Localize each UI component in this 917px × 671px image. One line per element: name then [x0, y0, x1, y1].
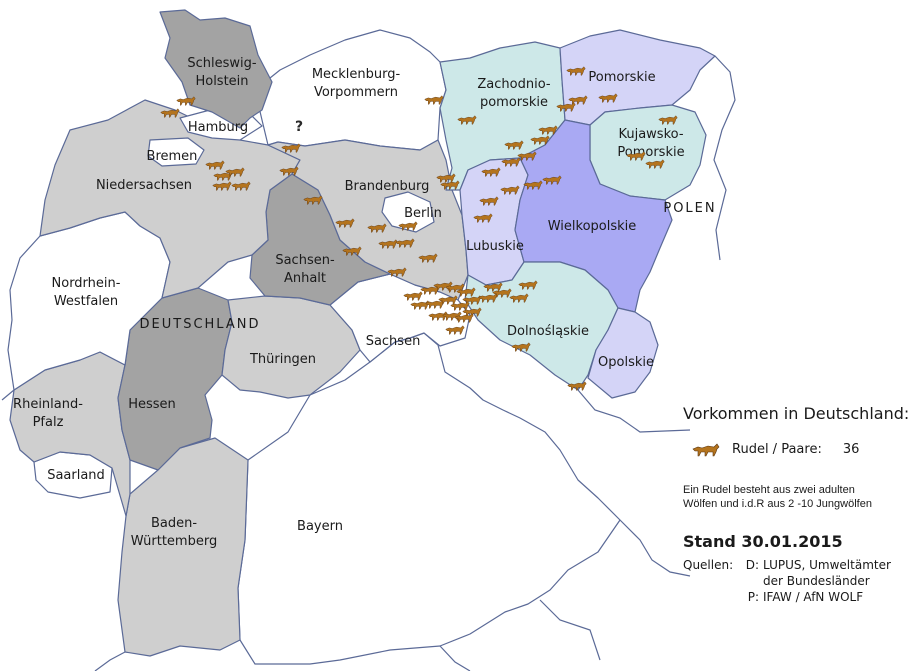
legend-sources: Quellen: D: LUPUS, Umweltämter der Bunde…	[683, 557, 915, 605]
wolf-icon	[692, 443, 720, 457]
region-label-schleswig-holstein: Schleswig- Holstein	[187, 56, 257, 89]
uncertain-marker: ?	[295, 119, 303, 135]
voivodeship-wielkopolskie[interactable]	[514, 119, 673, 313]
region-label-line: Kujawsko-	[618, 127, 683, 142]
source-p-line-1: IFAW / AfN WOLF	[763, 590, 864, 604]
region-label-baden-wurttemberg: Baden- Württemberg	[131, 516, 217, 549]
region-label-line: Pomorskie	[588, 70, 655, 85]
region-label-nordrhein-westfalen: Nordrhein- Westfalen	[52, 276, 121, 309]
region-label-line: Bayern	[297, 519, 343, 534]
region-label-line: pomorskie	[480, 95, 548, 110]
region-label-line: Berlin	[404, 206, 442, 221]
source-d-line-1: LUPUS, Umweltämter	[763, 558, 891, 572]
region-label-line: Thüringen	[249, 352, 316, 367]
region-label-hamburg: Hamburg	[188, 120, 248, 135]
region-label-line: Rheinland-	[13, 397, 83, 412]
region-label-lubuskie: Lubuskie	[466, 239, 524, 254]
region-label-niedersachsen: Niedersachsen	[96, 178, 192, 193]
legend-note: Ein Rudel besteht aus zwei adulten Wölfe…	[683, 483, 915, 511]
state-bremen[interactable]	[147, 137, 205, 167]
region-label-berlin: Berlin	[404, 206, 442, 221]
region-label-line: Wielkopolskie	[548, 219, 637, 234]
region-label-line: Vorpommern	[314, 85, 398, 100]
region-label-opolskie: Opolskie	[598, 355, 654, 370]
region-label-thuringen: Thüringen	[249, 352, 316, 367]
country-label-polen: POLEN	[663, 201, 716, 216]
legend-note-line-1: Ein Rudel besteht aus zwei adulten	[683, 484, 855, 496]
source-p-key: P:	[747, 590, 759, 604]
region-label-pomorskie: Pomorskie	[588, 70, 655, 85]
region-label-rheinland-pfalz: Rheinland- Pfalz	[13, 397, 83, 430]
region-label-line: Zachodnio-	[477, 77, 551, 92]
region-label-line: Niedersachsen	[96, 178, 192, 193]
region-label-line: Sachsen	[366, 334, 421, 349]
source-d-key: D:	[745, 558, 759, 572]
legend-note-line-2: Wölfen und i.d.R aus 2 -10 Jungwölfen	[683, 498, 872, 510]
region-labels: Schleswig- Holstein Mecklenburg- Vorpommern…	[13, 56, 685, 549]
region-label-line: Bremen	[147, 149, 198, 164]
region-label-zachodniopomorskie: Zachodnio-pomorskie	[477, 77, 551, 110]
region-label-mecklenburg-vorpommern: Mecklenburg- Vorpommern	[312, 67, 401, 100]
region-label-line: Mecklenburg-	[312, 67, 401, 82]
country-label-deutschland: DEUTSCHLAND	[140, 317, 261, 332]
wolf-pack-marker	[176, 96, 196, 106]
region-label-line: Opolskie	[598, 355, 654, 370]
region-label-brandenburg: Brandenburg	[345, 179, 430, 194]
region-label-bremen: Bremen	[147, 149, 198, 164]
region-label-line: Anhalt	[284, 271, 326, 286]
region-label-line: Pomorskie	[617, 145, 684, 160]
region-label-line: Brandenburg	[345, 179, 430, 194]
region-label-saarland: Saarland	[47, 468, 105, 483]
legend-title: Vorkommen in Deutschland:	[683, 404, 910, 423]
region-label-line: Hessen	[128, 397, 176, 412]
region-label-line: Saarland	[47, 468, 105, 483]
poland-voivodeships	[439, 29, 716, 399]
sources-label: Quellen:	[683, 558, 734, 572]
legend-pack-count: 36	[842, 442, 860, 457]
legend-symbol-label: Rudel / Paare:	[732, 442, 822, 457]
region-label-line: Schleswig-	[187, 56, 257, 71]
legend-symbol-row: Rudel / Paare: 36	[683, 442, 915, 457]
state-baden-wuerttemberg[interactable]	[117, 437, 249, 657]
region-label-sachsen: Sachsen	[366, 334, 421, 349]
region-label-line: Baden-	[151, 516, 197, 531]
state-berlin[interactable]	[381, 191, 435, 233]
legend-date: Stand 30.01.2015	[683, 532, 843, 551]
voivodeship-opolskie[interactable]	[587, 307, 659, 399]
region-label-hessen: Hessen	[128, 397, 176, 412]
source-d-line-2: der Bundesländer	[763, 574, 870, 588]
region-label-wielkopolskie: Wielkopolskie	[548, 219, 637, 234]
state-hessen[interactable]	[117, 287, 233, 471]
region-label-line: Württemberg	[131, 534, 217, 549]
region-label-line: Lubuskie	[466, 239, 524, 254]
region-label-line: Dolnośląskie	[507, 324, 589, 339]
foreign-borders	[1, 55, 736, 671]
region-label-line: Sachsen-	[275, 253, 335, 268]
region-label-line: Pfalz	[33, 415, 64, 430]
region-label-bayern: Bayern	[297, 519, 343, 534]
region-label-line: Holstein	[195, 74, 248, 89]
region-label-line: Hamburg	[188, 120, 248, 135]
region-label-line: Nordrhein-	[52, 276, 121, 291]
region-label-sachsen-anhalt: Sachsen- Anhalt	[275, 253, 335, 286]
region-label-dolnoslaskie: Dolnośląskie	[507, 324, 589, 339]
map-legend: Vorkommen in Deutschland: Rudel / Paare:…	[683, 404, 915, 605]
region-label-line: Westfalen	[54, 294, 118, 309]
